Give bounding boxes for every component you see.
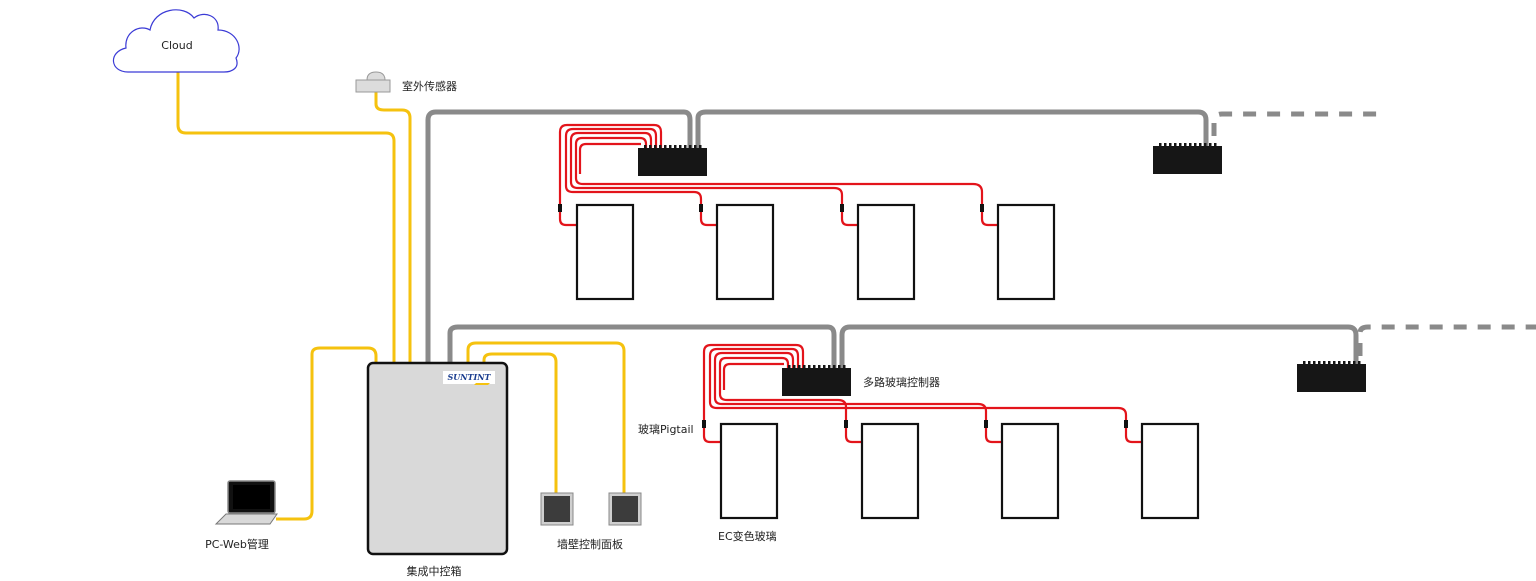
glass-pigtail-upper-4 <box>980 212 998 227</box>
bus-cable-upper <box>425 109 693 368</box>
pc-web-label: PC-Web管理 <box>205 538 269 551</box>
ec-glass-panel-7 <box>1000 422 1060 520</box>
glass-pigtail-upper-3 <box>840 212 858 227</box>
ec-glass-panel-5 <box>719 422 779 520</box>
sensor-link <box>374 90 412 368</box>
ec-glass-panels <box>575 203 1200 520</box>
multi-controller-3 <box>782 365 851 396</box>
glass-wire-lower-5 <box>722 362 784 390</box>
pc-link <box>276 346 378 521</box>
wall-panel-label: 墙壁控制面板 <box>557 538 623 551</box>
connector <box>558 204 562 212</box>
glass-wire-upper-run-4 <box>574 177 984 206</box>
wall-panels <box>540 492 642 526</box>
glass-pigtail-upper-1 <box>558 212 577 227</box>
ec-glass-panel-3 <box>856 203 916 301</box>
connector <box>984 420 988 428</box>
bus-cable-lower <box>447 324 837 368</box>
multi-controller-4 <box>1297 361 1366 392</box>
connector <box>1124 420 1128 428</box>
glass-wire-lower-1 <box>702 343 805 422</box>
multi-controllers <box>638 143 1366 396</box>
glass-wire-upper-run-2 <box>564 185 703 206</box>
glass-pigtail-upper-2 <box>699 212 717 227</box>
cloud-label: Cloud <box>161 39 193 52</box>
cloud-icon <box>112 9 240 73</box>
laptop-icon <box>214 480 278 525</box>
panel-1-link <box>482 352 558 495</box>
glass-wire-upper-run-3 <box>569 181 844 206</box>
glass-wire-lower-run-2 <box>708 401 1128 422</box>
connector <box>702 420 706 428</box>
glass-wire-lower-run-4 <box>718 393 848 422</box>
brand-logo-text: SUNTINT <box>447 372 491 382</box>
ec-glass-panel-4 <box>996 203 1056 301</box>
connector <box>840 204 844 212</box>
central-box-label: 集成中控箱 <box>406 565 462 578</box>
glass-wire-lower-run-3 <box>713 397 988 422</box>
connector <box>980 204 984 212</box>
ec-glass-panel-1 <box>575 203 635 301</box>
glass-pigtail-lower-1 <box>702 428 721 444</box>
glass-wire-lower-2 <box>708 347 800 402</box>
outdoor-sensor-label: 室外传感器 <box>402 80 457 93</box>
bus-cable-lower-continuation <box>1357 324 1536 356</box>
outdoor-sensor-icon <box>355 71 391 93</box>
glass-pigtail-lower-3 <box>984 428 1002 444</box>
glass-pigtail-label: 玻璃Pigtail <box>638 423 694 436</box>
multi-controller-1 <box>638 145 707 176</box>
glass-wire-upper-2 <box>564 127 658 186</box>
connector <box>699 204 703 212</box>
glass-wire-upper-3 <box>569 131 653 182</box>
glass-wire-upper-4 <box>574 136 648 178</box>
glass-wires <box>558 123 1142 444</box>
ec-glass-panel-2 <box>715 203 775 301</box>
glass-pigtail-lower-2 <box>844 428 862 444</box>
central-control-box: SUNTINT <box>366 361 509 556</box>
bus-cable-lower-extension <box>839 324 1359 368</box>
glass-wire-lower-3 <box>713 351 795 398</box>
multi-controller-2 <box>1153 143 1222 174</box>
glass-wire-lower-4 <box>718 356 790 394</box>
cloud-link <box>176 72 396 368</box>
ec-glass-panel-6 <box>860 422 920 520</box>
bus-cable-upper-continuation <box>1211 111 1382 136</box>
connector <box>844 420 848 428</box>
bus-cable-upper-extension <box>695 109 1209 150</box>
ec-glass-label: EC变色玻璃 <box>718 530 777 543</box>
bus-cables <box>425 109 1536 368</box>
ec-glass-panel-8 <box>1140 422 1200 520</box>
multi-controller-label: 多路玻璃控制器 <box>863 376 940 389</box>
wall-panel-2-face <box>612 496 638 522</box>
glass-wire-upper-5 <box>578 142 641 174</box>
glass-wire-upper-1 <box>558 123 663 206</box>
wall-panel-1-face <box>544 496 570 522</box>
pigtail-connectors <box>558 204 1128 428</box>
panel-2-link <box>466 341 626 495</box>
data-lines <box>176 72 626 521</box>
glass-pigtail-lower-4 <box>1124 428 1142 444</box>
